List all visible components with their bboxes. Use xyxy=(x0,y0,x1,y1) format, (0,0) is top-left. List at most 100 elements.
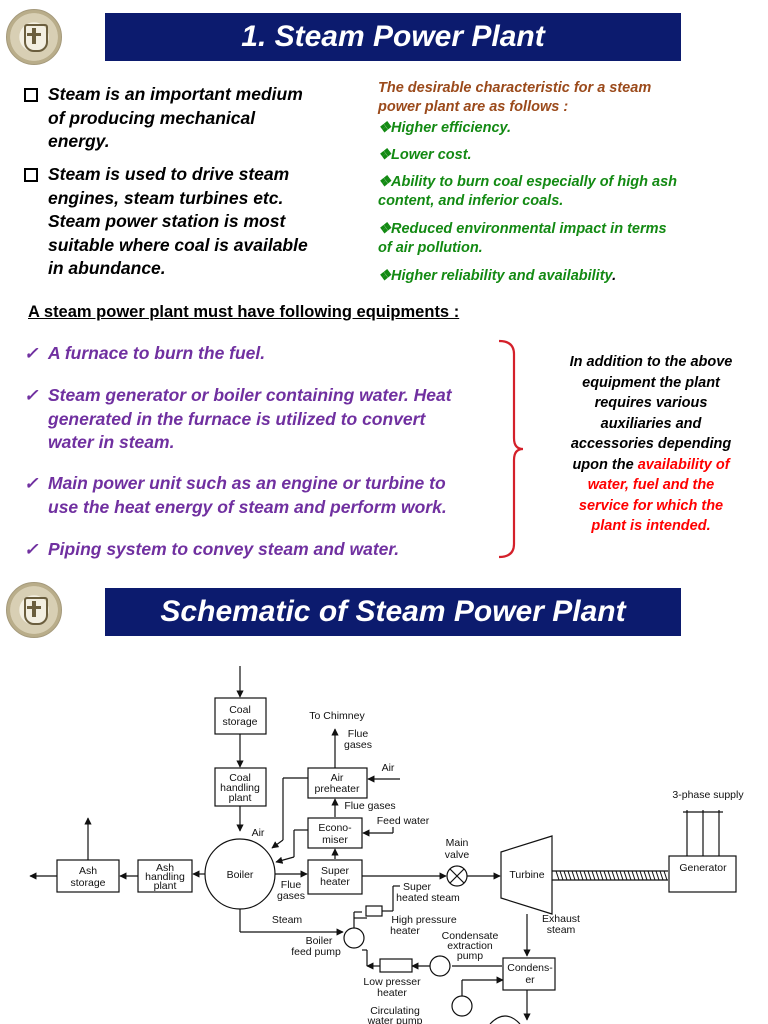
label-super-heater: heater xyxy=(320,876,350,888)
label-air-preheater: Air xyxy=(331,772,344,784)
economiser-box xyxy=(307,817,363,849)
shaft-tick xyxy=(643,870,648,881)
shaft-tick xyxy=(647,870,652,881)
checkmark-icon: ✓ xyxy=(24,540,39,559)
label-coal-handling: handling xyxy=(220,782,260,794)
item-line: Piping system to convey steam and water. xyxy=(48,539,400,559)
schematic-diagram: Coal storage Coal handling plant To Chim… xyxy=(29,666,744,1024)
label-super-heated-steam: heated steam xyxy=(396,892,460,904)
label-high-pressure-heater: heater xyxy=(390,925,420,937)
item-line: A furnace to burn the fuel. xyxy=(48,343,266,363)
shaft-tick xyxy=(607,870,612,881)
label-flue-gases: Flue xyxy=(348,728,369,740)
label-flue-gases: gases xyxy=(277,890,305,902)
label-condenser: er xyxy=(525,974,535,986)
intro-line: power plant are as follows : xyxy=(378,99,569,115)
bullet-line: engines, steam turbines etc. xyxy=(48,187,284,208)
desirable-item-1: ❖Higher efficiency. xyxy=(378,119,758,138)
super-heater-box xyxy=(307,859,363,895)
shaft-tick xyxy=(571,870,576,881)
desirable-item-3: ❖Ability to burn coal especially of high… xyxy=(378,173,763,211)
note-line: requires various xyxy=(594,395,708,411)
square-bullet-icon xyxy=(24,88,38,102)
equipment-heading: A steam power plant must have following … xyxy=(28,303,460,321)
label-air: Air xyxy=(382,762,395,774)
label-ash-handling: plant xyxy=(154,880,177,892)
low-pressure-heater-box xyxy=(379,958,413,973)
label-ash-handling: Ash xyxy=(156,862,174,874)
equipment-item-4: ✓ Piping system to convey steam and wate… xyxy=(24,538,504,562)
label-circulating-pump: water pump xyxy=(367,1015,423,1024)
label-coal-storage: storage xyxy=(222,716,257,728)
shaft-tick xyxy=(615,870,620,881)
label-flue-gases: Flue gases xyxy=(344,800,395,812)
checkmark-icon: ✓ xyxy=(24,344,39,363)
shaft-tick xyxy=(575,870,580,881)
label-exhaust-steam: steam xyxy=(547,924,576,936)
label-to-chimney: To Chimney xyxy=(309,710,365,722)
shaft-tick xyxy=(587,870,592,881)
shaft-tick xyxy=(623,870,628,881)
intro-line: The desirable characteristic for a steam xyxy=(378,80,652,96)
shaft-tick xyxy=(655,870,660,881)
label-turbine: Turbine xyxy=(509,869,544,881)
diamond-bullet-icon: ❖ xyxy=(378,268,391,284)
left-bullet-2: Steam is used to drive steam engines, st… xyxy=(22,163,352,281)
label-ash-handling: handling xyxy=(145,871,185,883)
condenser-box xyxy=(502,957,556,991)
diamond-bullet-icon: ❖ xyxy=(378,147,391,163)
label-flue-gases: Flue xyxy=(281,879,302,891)
bullet-line: of producing mechanical xyxy=(48,107,256,128)
auxiliaries-note: In addition to the above equipment the p… xyxy=(540,352,762,537)
label-low-pressure-heater: Low presser xyxy=(363,976,421,988)
item-text: content, and inferior coals. xyxy=(378,193,564,209)
label-boiler-feed-pump: feed pump xyxy=(291,946,341,958)
bullet-line: in abundance. xyxy=(48,258,166,278)
checkmark-icon: ✓ xyxy=(24,386,39,405)
note-highlight: water, fuel and the xyxy=(587,477,715,493)
label-coal-handling: plant xyxy=(229,792,252,804)
label-condensate-pump: extraction xyxy=(447,940,493,952)
item-line: use the heat energy of steam and perform… xyxy=(48,496,447,517)
equipment-item-3: ✓ Main power unit such as an engine or t… xyxy=(24,472,504,519)
shaft-tick xyxy=(627,870,632,881)
label-main-valve: Main xyxy=(446,837,469,849)
label-ash-storage: Ash xyxy=(79,865,97,877)
note-highlight: availability of xyxy=(637,456,730,473)
label-3-phase-supply: 3-phase supply xyxy=(672,789,744,801)
label-exhaust-steam: Exhaust xyxy=(542,913,580,925)
shaft-tick xyxy=(619,870,624,881)
boiler-feed-pump-icon xyxy=(343,927,365,949)
shaft-tick xyxy=(579,870,584,881)
label-flue-gases: gases xyxy=(344,739,372,751)
shaft-tick xyxy=(599,870,604,881)
bullet-line: Steam power station is most xyxy=(48,211,286,231)
curly-brace-icon xyxy=(498,339,524,559)
note-highlight: plant is intended. xyxy=(591,518,711,534)
bullet-line: suitable where coal is available xyxy=(48,234,308,255)
label-boiler: Boiler xyxy=(227,869,254,881)
desirable-item-2: ❖Lower cost. xyxy=(378,146,758,165)
label-air-preheater: preheater xyxy=(315,783,360,795)
item-period: . xyxy=(612,268,617,284)
label-ash-storage: storage xyxy=(70,877,105,889)
turbine-shape xyxy=(500,835,553,915)
shaft-tick xyxy=(603,870,608,881)
shaft-tick xyxy=(639,870,644,881)
circulating-pump-icon xyxy=(451,995,473,1017)
bullet-line: energy. xyxy=(48,131,110,151)
label-boiler-feed-pump: Boiler xyxy=(306,935,333,947)
label-condensate-pump: pump xyxy=(457,950,483,962)
shaft-coupling xyxy=(555,870,668,881)
label-condenser: Condens- xyxy=(507,962,553,974)
desirable-item-5: ❖Higher reliability and availability. xyxy=(378,267,758,286)
label-high-pressure-heater: High pressure xyxy=(391,914,457,926)
shaft-tick xyxy=(591,870,596,881)
shaft-tick xyxy=(567,870,572,881)
bullet-line: Steam is an important medium xyxy=(48,84,303,104)
diamond-bullet-icon: ❖ xyxy=(378,120,391,136)
label-low-pressure-heater: heater xyxy=(377,987,407,999)
diamond-bullet-icon: ❖ xyxy=(378,221,391,237)
note-line: In addition to the above xyxy=(569,354,733,370)
shaft-tick xyxy=(583,870,588,881)
